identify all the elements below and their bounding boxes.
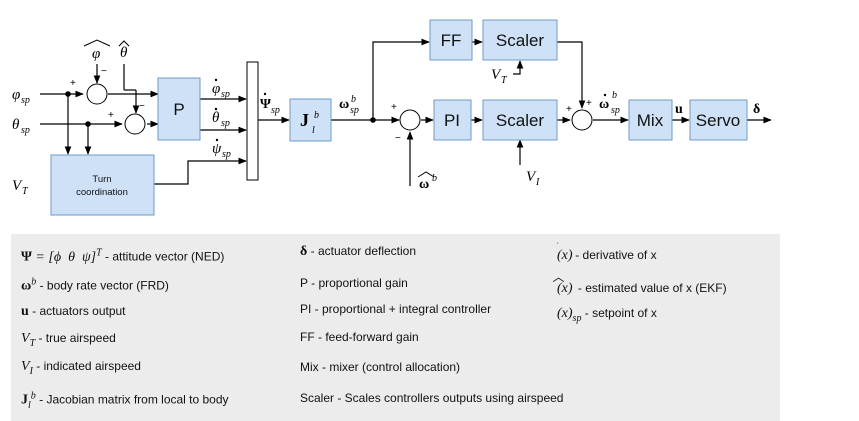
p-block-label: P: [173, 100, 184, 119]
legend-omega: ωb - body rate vector (FRD): [21, 276, 169, 294]
turn-coordination-block: [50, 154, 155, 216]
legend-u: u - actuators output: [21, 304, 126, 319]
dot-mark: [214, 107, 218, 111]
sign-plus: +: [108, 110, 114, 121]
vt-ff-sub: T: [501, 75, 508, 86]
control-block-diagram: + − + − + − + + P Turn coordination J b …: [12, 19, 772, 216]
legend-derivative: (x)˙ - derivative of x: [556, 242, 657, 263]
scaler-ff-block: [482, 19, 558, 61]
hat-mark: [83, 39, 111, 47]
legend-ff: FF - feed-forward gain: [300, 330, 419, 344]
junction-dot: [85, 121, 91, 127]
omega-sp-sub: sp: [350, 105, 359, 116]
legend-delta: δ - actuator deflection: [300, 244, 417, 259]
pi-label: PI: [444, 111, 460, 130]
vi-sub: I: [535, 177, 540, 188]
sign-plus: +: [391, 102, 397, 113]
sum-junction-rate: [399, 109, 421, 131]
omega-sp-sup: b: [351, 94, 356, 105]
sign-plus: +: [586, 98, 592, 109]
jacobian-sub: l: [312, 125, 315, 136]
sum-junction-roll: [86, 83, 108, 105]
theta-sp-sub: sp: [21, 125, 30, 136]
servo-label: Servo: [696, 111, 740, 130]
theta-dot-sp-sub: sp: [221, 118, 230, 129]
p-block: [157, 77, 201, 141]
mix-label: Mix: [637, 111, 664, 130]
psi-dot-sp-vector-sub: sp: [271, 105, 280, 116]
scaler-pi-label: Scaler: [496, 111, 545, 130]
u-signal-label: u: [675, 102, 683, 117]
servo-block: [689, 99, 748, 141]
dot-mark: [215, 138, 219, 142]
pi-block: [433, 99, 472, 141]
legend-vi: VI - indicated airspeed: [21, 359, 141, 377]
phi-dot-sp-label: φ: [212, 81, 220, 97]
signal-wires: [40, 38, 772, 186]
junction-dot: [370, 117, 376, 123]
legend-panel: Ψ = [ϕ θ ψ]T - attitude vector (NED) ωb …: [11, 234, 780, 421]
dot-mark: [263, 92, 267, 96]
jacobian-sup: b: [314, 110, 319, 121]
turn-coordination-label-2: coordination: [76, 187, 128, 198]
phi-sp-sub: sp: [21, 95, 30, 106]
psi-dot-sp-label: ψ: [212, 141, 222, 157]
sign-minus: −: [139, 101, 145, 112]
jacobian-j: J: [300, 110, 309, 130]
hat-mark: [417, 171, 435, 178]
omega-sp-label: ω: [339, 97, 349, 112]
ff-label: FF: [441, 31, 462, 50]
vt-sub: T: [22, 186, 29, 197]
dot-mark: [603, 93, 607, 97]
mux-bar: [246, 61, 259, 181]
mix-block: [628, 99, 673, 141]
sign-minus: −: [101, 66, 107, 77]
legend-mix: Mix - mixer (control allocation): [300, 360, 461, 374]
legend-vt: VT - true airspeed: [21, 331, 116, 349]
hat-mark: [118, 40, 130, 47]
sum-junction-pitch: [124, 113, 146, 135]
legend-pi: PI - proportional + integral controller: [300, 302, 492, 316]
phi-sp-label: φ: [12, 87, 20, 103]
sign-plus: +: [566, 104, 572, 115]
theta-hat-label: θ: [120, 45, 128, 61]
dot-mark: [214, 78, 218, 82]
phi-hat-label: φ: [92, 46, 100, 62]
legend-scaler: Scaler - Scales controllers outputs usin…: [300, 391, 564, 405]
omega-hat-label: ω: [419, 177, 429, 192]
theta-sp-label: θ: [12, 117, 20, 133]
jacobian-block: [289, 98, 332, 142]
theta-dot-sp-label: θ: [212, 110, 220, 126]
ff-block: [429, 19, 473, 61]
omega-dot-sp-sup: b: [612, 90, 617, 101]
psi-dot-sp-sub: sp: [222, 149, 231, 160]
legend-estimate: (x)︿ - estimated value of x (EKF): [552, 270, 727, 296]
vt-ff-label: V: [491, 67, 502, 83]
turn-coordination-label-1: Turn: [92, 174, 111, 185]
delta-signal-label: δ: [753, 102, 760, 117]
psi-dot-sp-vector-label: Ψ: [260, 97, 271, 112]
sign-plus: +: [70, 78, 76, 89]
legend-setpoint: (x)sp - setpoint of x: [557, 306, 657, 324]
legend-jacobian: Jlb - Jacobian matrix from local to body: [21, 390, 229, 411]
vt-label: V: [12, 178, 23, 194]
omega-dot-sp-sub: sp: [611, 105, 620, 116]
omega-dot-sp-label: ω: [599, 97, 609, 112]
sum-junction-output: [571, 109, 593, 131]
scaler-pi-block: [482, 99, 558, 141]
scaler-ff-label: Scaler: [496, 31, 545, 50]
legend-p: P - proportional gain: [300, 276, 408, 290]
omega-hat-sup: b: [432, 173, 437, 184]
legend-psi: Ψ = [ϕ θ ψ]T - attitude vector (NED): [21, 247, 225, 265]
vi-label: V: [526, 169, 537, 185]
phi-dot-sp-sub: sp: [221, 89, 230, 100]
junction-dot: [65, 91, 71, 97]
sign-minus: −: [395, 133, 401, 144]
